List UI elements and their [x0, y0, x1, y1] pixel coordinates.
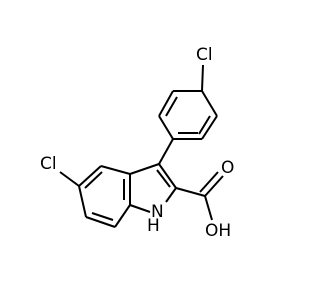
hydroxyl-label: OH [205, 221, 231, 241]
double-bond-inner [156, 169, 171, 188]
bond [158, 115, 174, 140]
bond [158, 90, 174, 117]
double-bond-inner [198, 115, 211, 135]
nitrogen-hydrogen-label: H [147, 216, 160, 236]
bond [78, 165, 102, 187]
bond [204, 175, 224, 197]
bond [129, 163, 160, 175]
oxygen-label: O [221, 158, 234, 178]
carboxylic-acid-group [175, 171, 224, 221]
bond [165, 187, 177, 203]
bond [201, 90, 218, 117]
bond [85, 216, 116, 228]
benzo-ring [59, 165, 131, 228]
chemical-structure-diagram: Cl Cl O OH N H [40, 45, 234, 241]
chlorophenyl-ring [158, 64, 218, 140]
bond [201, 64, 204, 92]
bond [100, 165, 131, 175]
chlorine-label-top: Cl [196, 45, 213, 65]
chlorine-label-left: Cl [40, 154, 57, 174]
bond [59, 171, 80, 187]
nitrogen-label: N [151, 202, 164, 222]
bond [114, 204, 131, 228]
bond [129, 204, 151, 213]
bond [201, 115, 218, 140]
double-bond-inner [165, 96, 178, 117]
bond [204, 195, 213, 221]
double-bond-inner [199, 171, 219, 193]
pyrrole-ring [129, 163, 177, 213]
double-bond-inner [91, 212, 114, 221]
bond [175, 187, 206, 197]
bond [158, 138, 174, 165]
double-bond-inner [84, 171, 103, 189]
bond [158, 163, 177, 189]
bond [78, 185, 87, 218]
